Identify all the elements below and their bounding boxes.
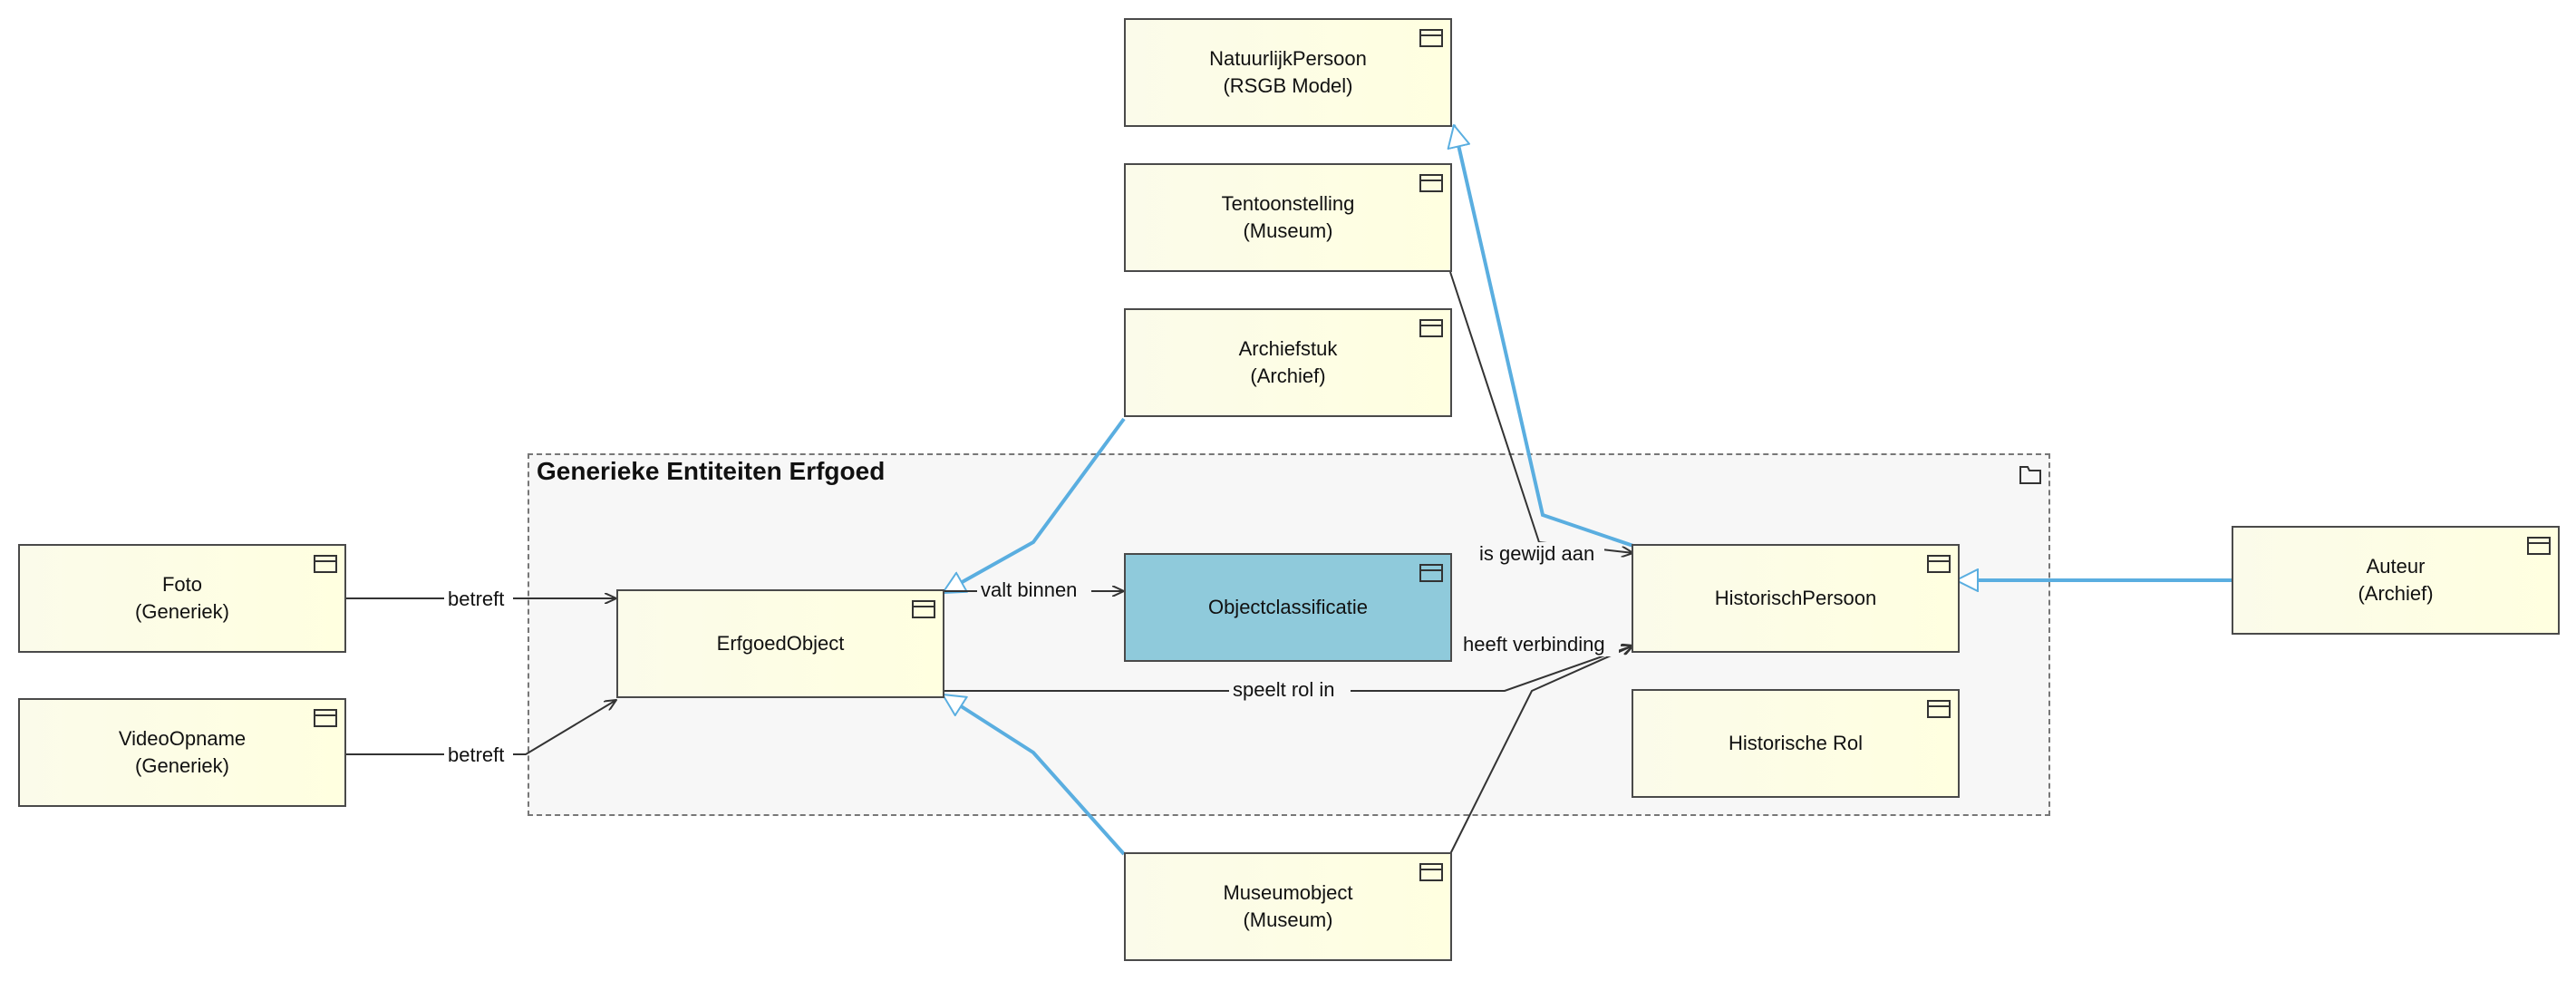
label-speelt-rol-in: speelt rol in [1233,678,1335,701]
entity-name: NatuurlijkPersoon [1209,47,1367,70]
entity-historische-rol[interactable]: Historische Rol [1632,689,1960,798]
package-icon [2019,466,2041,484]
generalization-museumobject-to-erfgoedobject[interactable] [943,693,1126,856]
entity-name: Historische Rol [1729,732,1863,754]
entity-archiefstuk[interactable]: Archiefstuk (Archief) [1124,308,1452,417]
entity-name: Foto [161,573,202,596]
entity-stereotype: (Generiek) [135,754,229,777]
entity-stereotype: (Museum) [1243,219,1333,242]
class-icon [314,555,337,573]
class-icon [1419,564,1443,582]
entity-stereotype: (RSGB Model) [1223,74,1353,97]
entity-videoopname[interactable]: VideoOpname (Generiek) [18,698,346,807]
label-valt-binnen: valt binnen [981,578,1077,601]
association-speelt-rol-in[interactable] [943,646,1633,692]
class-icon [1419,29,1443,47]
association-heeft-verbinding[interactable] [1449,646,1633,855]
label-is-gewijd-aan: is gewijd aan [1479,542,1594,565]
generalization-archiefstuk-to-erfgoedobject[interactable] [943,417,1126,595]
entity-natuurlijkpersoon[interactable]: NatuurlijkPersoon (RSGB Model) [1124,18,1452,127]
class-icon [2527,537,2551,555]
entity-name: ErfgoedObject [716,632,845,655]
class-icon [314,709,337,727]
entity-historischpersoon[interactable]: HistorischPersoon [1632,544,1960,653]
class-icon [1927,700,1951,718]
label-heeft-verbinding: heeft verbinding [1463,633,1605,656]
entity-auteur[interactable]: Auteur (Archief) [2232,526,2560,635]
entity-stereotype: (Generiek) [135,600,229,623]
entity-name: VideoOpname [118,727,247,750]
entity-name: Archiefstuk [1238,337,1338,360]
entity-tentoonstelling[interactable]: Tentoonstelling (Museum) [1124,163,1452,272]
class-icon [1419,319,1443,337]
entity-name: HistorischPersoon [1714,587,1877,609]
label-foto-betreft: betreft [448,588,504,610]
label-video-betreft: betreft [448,743,504,766]
entity-objectclassificatie[interactable]: Objectclassificatie [1124,553,1452,662]
entity-museumobject[interactable]: Museumobject (Museum) [1124,852,1452,961]
generalization-historischpersoon-to-natuurlijkpersoon[interactable] [1454,125,1634,548]
entity-name: Objectclassificatie [1207,596,1369,618]
entity-name: Museumobject [1223,881,1353,904]
entity-stereotype: (Museum) [1243,908,1333,931]
entity-name: Auteur [2366,555,2426,578]
entity-erfgoedobject[interactable]: ErfgoedObject [616,589,944,698]
class-icon [1419,174,1443,192]
package-title: Generieke Entiteiten Erfgoed [537,457,886,485]
class-icon [1927,555,1951,573]
entity-name: Tentoonstelling [1221,192,1355,215]
association-video-betreft[interactable] [344,700,616,755]
class-icon [1419,863,1443,881]
entity-stereotype: (Archief) [2358,582,2434,605]
entity-stereotype: (Archief) [1250,364,1326,387]
class-icon [912,600,935,618]
entity-foto[interactable]: Foto (Generiek) [18,544,346,653]
